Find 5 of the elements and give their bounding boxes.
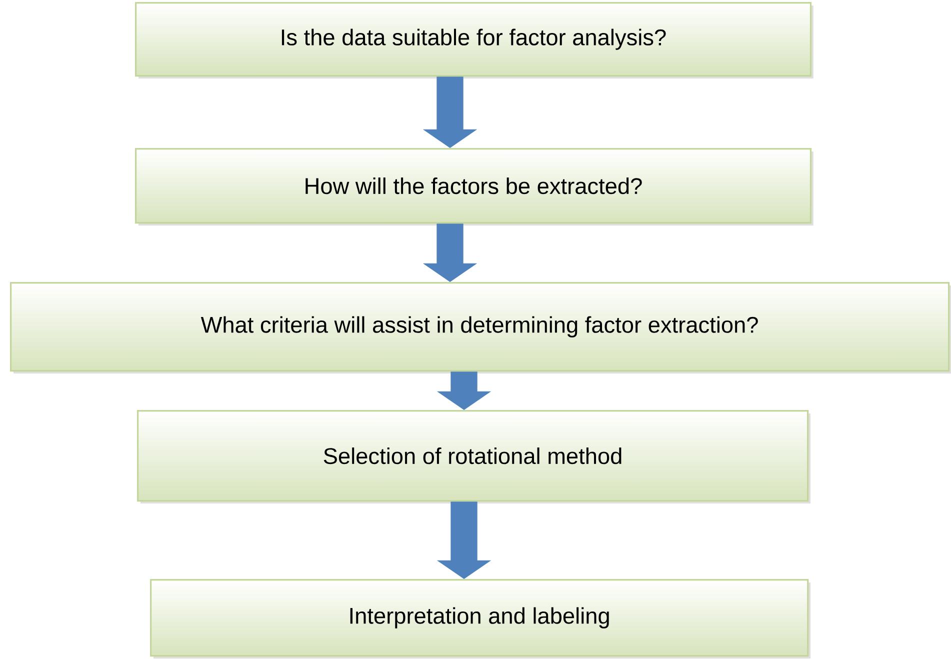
process-box: Interpretation and labeling <box>150 579 811 658</box>
process-box: How will the factors be extracted? <box>135 148 814 226</box>
process-box: Selection of rotational method <box>137 410 810 504</box>
process-box: Is the data suitable for factor analysis? <box>135 2 814 79</box>
process-box: What criteria will assist in determining factor extraction? <box>10 282 951 374</box>
